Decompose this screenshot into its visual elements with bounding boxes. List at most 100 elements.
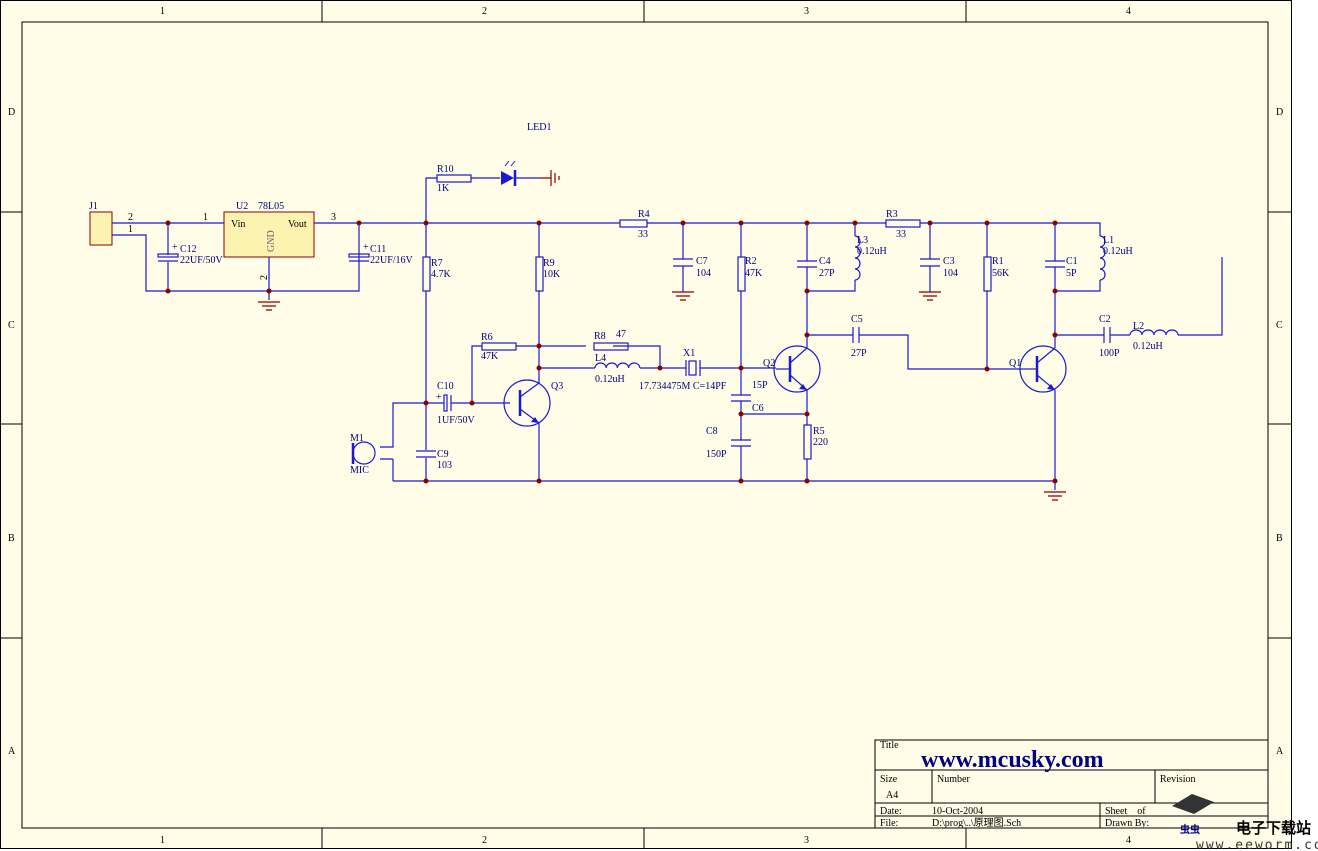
u2-ref: U2 [236,201,248,212]
title-value: www.mcusky.com [921,747,1104,773]
c7-ref: C7 [696,256,708,267]
resistor-r7[interactable]: R7 4.7K [422,256,452,292]
transistor-q2[interactable]: Q2 [763,345,821,393]
col-label: 4 [1126,6,1131,17]
capacitor-c10[interactable]: + C10 1UF/50V [436,381,476,426]
ground-symbols [258,170,1066,501]
resistor-r9[interactable]: R9 10K [535,256,561,292]
drawing-border [21,21,1269,829]
wires [112,177,1223,490]
size-label: Size [880,774,898,785]
resistor-r4[interactable]: R4 33 [619,209,650,240]
capacitor-c8[interactable]: C8 150P [706,426,751,460]
c2-value: 100P [1099,348,1120,359]
l1-value: 0.12uH [1103,246,1133,257]
capacitor-c5[interactable]: C5 27P [851,314,867,359]
l4-value: 0.12uH [595,374,625,385]
transistor-q1[interactable]: Q1 [1009,345,1067,393]
col-label: 2 [482,6,487,17]
r7-value: 4.7K [431,269,452,280]
resistor-r2[interactable]: R2 47K [737,256,763,292]
l4-ref: L4 [595,353,606,364]
sheet-label: Sheet of [1105,806,1146,817]
c6-value: 15P [752,380,768,391]
x1-value: 17.734475M C=14PF [639,381,727,392]
c2-ref: C2 [1099,314,1111,325]
u2-pin1: 1 [203,212,208,223]
col-label: 1 [160,835,165,846]
c12-value: 22UF/50V [180,255,224,266]
r1-value: 56K [992,268,1010,279]
connector-j1[interactable]: J1 2 1 [89,201,133,246]
resistor-r6[interactable]: R6 47K [481,332,517,362]
c4-value: 27P [819,268,835,279]
r9-ref: R9 [543,258,555,269]
row-label: A [8,746,16,757]
j1-ref: J1 [89,201,98,212]
resistor-r5[interactable]: R5 220 [803,424,828,460]
capacitor-c7[interactable]: C7 104 [673,256,711,279]
r8-ref: R8 [594,331,606,342]
inductor-l2[interactable]: L2 0.12uH [1129,321,1179,352]
l1-ref: L1 [1103,235,1114,246]
c11-ref: C11 [370,244,386,255]
microphone-m1[interactable]: M1 MIC [350,433,376,476]
u2-pin3: 3 [331,212,336,223]
r10-value: 1K [437,183,450,194]
c12-ref: C12 [180,244,197,255]
capacitor-c11[interactable]: + C11 22UF/16V [348,242,414,266]
capacitor-c2[interactable]: C2 100P [1099,314,1120,359]
col-label: 3 [804,835,809,846]
capacitor-c3[interactable]: C3 104 [920,256,958,279]
capacitor-c9[interactable]: C9 103 [416,449,452,471]
regulator-u2[interactable]: U2 78L05 Vin Vout GND 1 2 3 [203,201,336,280]
q2-ref: Q2 [763,358,775,369]
j1-pin1: 1 [128,224,133,235]
inductor-l1[interactable]: L1 0.12uH [1099,235,1133,281]
c11-value: 22UF/16V [370,255,414,266]
r4-ref: R4 [638,209,650,220]
capacitor-c6[interactable]: C6 15P [731,380,768,414]
inductor-l4[interactable]: L4 0.12uH [594,353,641,385]
crystal-x1[interactable]: X1 17.734475M C=14PF [639,348,727,392]
led-led1[interactable]: LED1 [501,122,551,186]
u2-pin2: 2 [259,275,270,280]
l3-ref: L3 [857,235,868,246]
row-label: B [8,533,15,544]
resistor-r10[interactable]: R10 1K [436,164,472,194]
transistor-q3[interactable]: Q3 [503,379,563,427]
col-label: 3 [804,6,809,17]
capacitor-c1[interactable]: C1 5P [1045,256,1078,279]
capacitor-c12[interactable]: + C12 22UF/50V [157,242,224,266]
c8-ref: C8 [706,426,718,437]
capacitor-c4[interactable]: C4 27P [797,256,835,279]
c3-value: 104 [943,268,958,279]
c1-value: 5P [1066,268,1077,279]
sheet-margin [0,0,1292,849]
c6-ref: C6 [752,403,764,414]
resistor-r1[interactable]: R1 56K [983,256,1010,292]
r9-value: 10K [543,269,561,280]
r2-ref: R2 [745,256,757,267]
c3-ref: C3 [943,256,955,267]
m1-ref: M1 [350,433,364,444]
c5-ref: C5 [851,314,863,325]
c10-polarity: + [436,392,442,403]
j1-pin2: 2 [128,212,133,223]
l2-ref: L2 [1133,321,1144,332]
u2-vin: Vin [231,219,245,230]
c10-ref: C10 [437,381,454,392]
r8-value: 47 [616,329,626,340]
r2-value: 47K [745,268,763,279]
resistor-r8[interactable]: R8 47 [593,329,629,351]
row-label: D [1276,107,1283,118]
title-block: Title www.mcusky.com Size A4 Number Revi… [874,739,1269,829]
svg-text:虫虫: 虫虫 [1180,823,1200,836]
row-label: C [1276,320,1283,331]
r4-value: 33 [638,229,648,240]
resistor-r3[interactable]: R3 33 [885,209,921,240]
title-label: Title [880,740,899,751]
l3-value: 0.12uH [857,246,887,257]
m1-value: MIC [350,465,369,476]
inductor-l3[interactable]: L3 0.12uH [854,235,887,281]
